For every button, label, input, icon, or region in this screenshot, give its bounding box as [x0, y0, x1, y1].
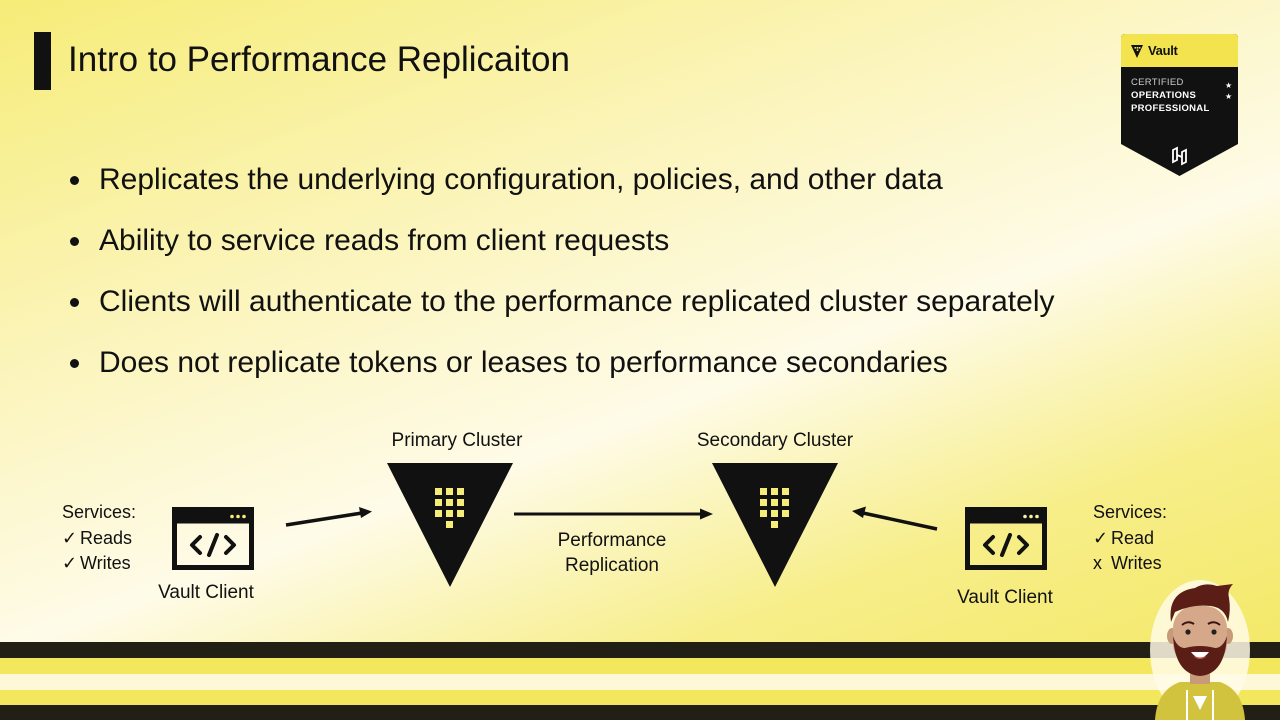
left-services-list: Services: ✓Reads ✓Writes — [62, 500, 136, 577]
bullet-dot — [70, 298, 79, 307]
bullet-item: Ability to service reads from client req… — [68, 221, 1055, 261]
check-icon: ✓ — [62, 527, 78, 548]
svg-text:★: ★ — [1225, 92, 1232, 101]
decorative-stripe-dark — [0, 705, 1280, 720]
badge-line-professional: PROFESSIONAL — [1131, 103, 1210, 114]
bullet-dot — [70, 176, 79, 185]
primary-cluster-label: Primary Cluster — [391, 430, 523, 451]
cross-icon: x — [1093, 553, 1102, 573]
vault-triangle-icon — [387, 463, 513, 587]
bullet-dot — [70, 359, 79, 368]
badge-brand: Vault — [1148, 43, 1178, 58]
right-client-label: Vault Client — [957, 587, 1053, 608]
bullet-list: Replicates the underlying configuration,… — [68, 160, 1055, 404]
bullet-item: Replicates the underlying configuration,… — [68, 160, 1055, 200]
decorative-stripe-yellow — [0, 658, 1280, 674]
decorative-stripe-light — [0, 674, 1280, 690]
vault-certification-badge: ★ ★ Vault CERTIFIED OPERATIONS PROFESSIO… — [1121, 34, 1238, 176]
arrow-replication — [514, 508, 713, 520]
service-item: ✓Read — [1093, 526, 1167, 552]
bullet-item: Clients will authenticate to the perform… — [68, 282, 1055, 322]
services-heading: Services: — [62, 502, 137, 522]
presenter-avatar — [1150, 580, 1250, 720]
code-window-icon — [172, 507, 254, 570]
decorative-stripe-dark — [0, 642, 1280, 658]
svg-text:★: ★ — [1225, 81, 1232, 90]
code-window-icon — [965, 507, 1047, 570]
service-item: ✓Reads — [62, 526, 136, 552]
bullet-dot — [70, 237, 79, 246]
bullet-item: Does not replicate tokens or leases to p… — [68, 343, 1055, 383]
hashicorp-logo-icon — [1172, 146, 1187, 166]
vault-triangle-icon — [712, 463, 838, 587]
secondary-cluster-label: Secondary Cluster — [696, 430, 854, 451]
replication-label: Performance Replication — [557, 530, 667, 576]
badge-line-certified: CERTIFIED — [1131, 77, 1184, 88]
vault-logo-icon — [1131, 45, 1143, 58]
service-item: ✓Writes — [62, 551, 136, 577]
services-heading: Services: — [1093, 502, 1168, 522]
badge-line-operations: OPERATIONS — [1131, 90, 1197, 101]
title-accent-bar — [34, 32, 51, 90]
check-icon: ✓ — [62, 553, 78, 573]
check-icon: ✓ — [1093, 527, 1109, 548]
left-client-label: Vault Client — [158, 582, 254, 603]
star-icon: ★ ★ — [1225, 81, 1232, 101]
slide-title: Intro to Performance Replicaiton — [68, 40, 570, 79]
arrow-client-to-primary — [285, 507, 372, 527]
decorative-stripe-yellow — [0, 690, 1280, 705]
arrow-client-to-secondary — [852, 506, 938, 531]
